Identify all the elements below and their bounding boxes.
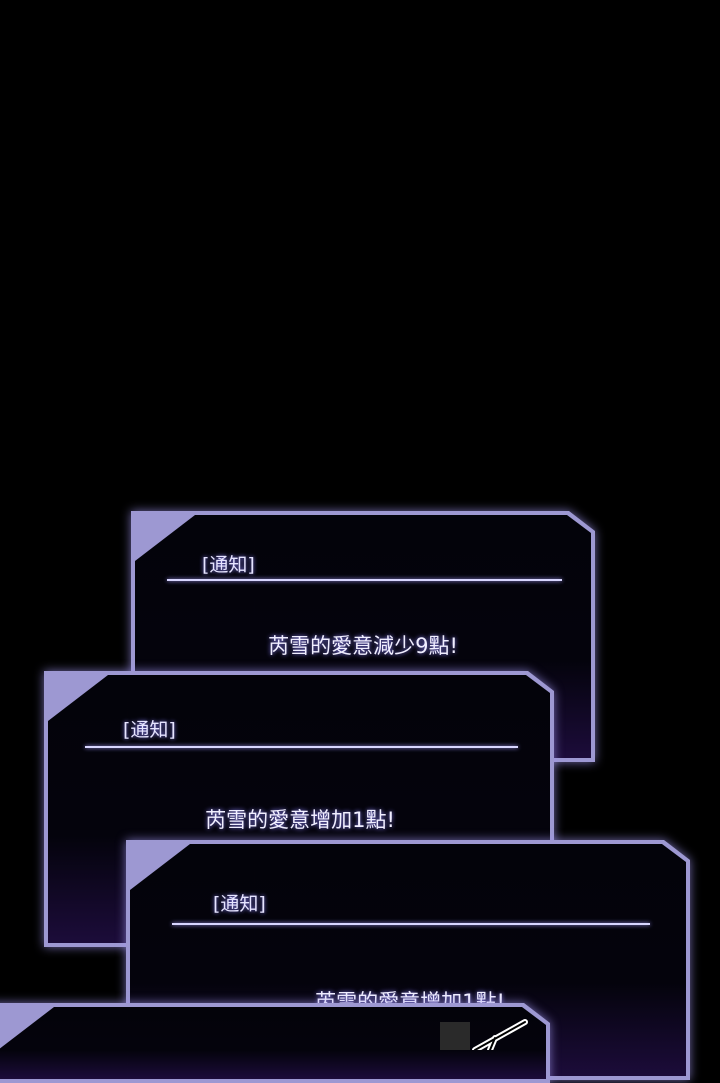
pen-stroke-icon bbox=[440, 1019, 528, 1050]
notification-message: 芮雪的愛意增加1點! bbox=[205, 808, 395, 832]
title-divider bbox=[167, 579, 562, 581]
title-divider bbox=[85, 746, 518, 748]
notification-title: [通知] bbox=[202, 554, 255, 576]
title-divider bbox=[172, 923, 650, 925]
notification-title: [通知] bbox=[123, 719, 176, 741]
notification-title: [通知] bbox=[213, 893, 266, 915]
notification-message: 芮雪的愛意減少9點! bbox=[268, 634, 458, 658]
